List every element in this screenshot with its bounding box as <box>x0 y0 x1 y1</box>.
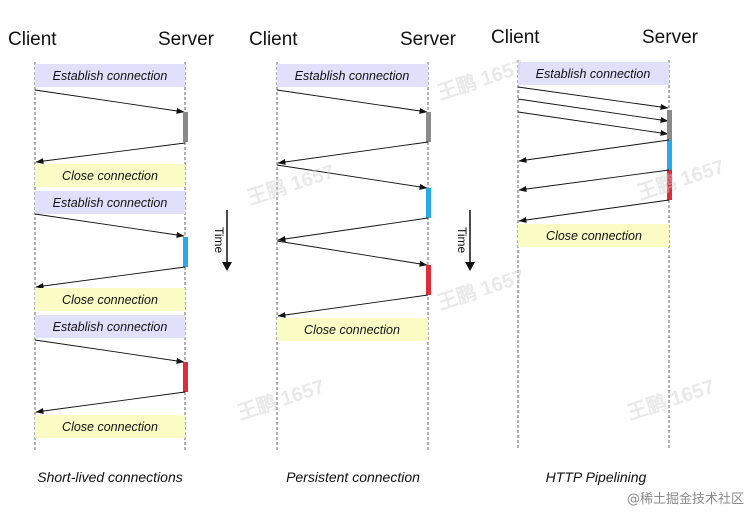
server-processing-gray <box>667 110 672 140</box>
source-credit: @稀土掘金技术社区 <box>627 491 744 507</box>
establish-connection-label: Establish connection <box>53 196 168 210</box>
response-arrow <box>35 266 186 289</box>
response-arrow <box>35 391 186 414</box>
response-arrow <box>518 139 670 163</box>
close-connection-box <box>35 288 185 311</box>
server-processing-blue <box>183 237 188 267</box>
request-arrow <box>34 339 185 364</box>
close-connection-box <box>35 415 185 438</box>
close-connection-label: Close connection <box>304 323 400 337</box>
server-processing-blue <box>426 188 431 218</box>
time-arrow-head <box>222 262 232 271</box>
close-connection-label: Close connection <box>62 420 158 434</box>
time-indicator: Time <box>212 210 232 271</box>
panel-persistent: Client Server Establish connection Close… <box>249 29 457 485</box>
server-processing-gray <box>183 112 188 142</box>
request-arrow <box>34 213 185 238</box>
response-arrow <box>277 217 429 242</box>
response-arrow <box>518 199 670 223</box>
panel-pipelining: Client Server Establish connection Close… <box>491 27 699 485</box>
client-header: Client <box>249 29 298 50</box>
close-connection-box <box>277 318 428 341</box>
watermark: 王鹏 1657 <box>434 265 527 315</box>
server-processing-red <box>183 362 188 392</box>
response-arrow <box>35 142 186 165</box>
close-connection-box <box>518 224 669 247</box>
request-arrow <box>517 86 669 110</box>
server-processing-gray <box>426 112 431 142</box>
establish-connection-label: Establish connection <box>53 69 168 83</box>
request-arrow <box>517 98 669 123</box>
panel-caption: HTTP Pipelining <box>546 469 647 485</box>
time-indicator: Time <box>455 210 475 271</box>
watermark: 王鹏 1657 <box>634 155 727 205</box>
establish-connection-box <box>35 315 185 338</box>
time-label: Time <box>212 227 226 254</box>
request-arrow <box>276 89 428 114</box>
server-header: Server <box>158 29 215 50</box>
response-arrow <box>277 294 429 318</box>
server-processing-red <box>667 170 672 200</box>
request-arrow <box>34 89 185 114</box>
close-connection-box <box>35 164 185 187</box>
server-processing-blue <box>667 140 672 170</box>
close-connection-label: Close connection <box>546 229 642 243</box>
establish-connection-box <box>35 191 185 214</box>
request-arrow <box>517 111 669 136</box>
establish-connection-box <box>277 64 428 87</box>
time-label: Time <box>455 227 469 254</box>
watermark: 王鹏 1657 <box>434 55 527 105</box>
response-arrow <box>518 169 670 192</box>
watermark: 王鹏 1657 <box>624 375 717 425</box>
establish-connection-box <box>35 64 185 87</box>
time-arrow-head <box>465 262 475 271</box>
client-header: Client <box>491 27 540 48</box>
response-arrow <box>277 141 429 165</box>
panel-caption: Short-lived connections <box>37 469 183 485</box>
request-arrow <box>276 164 428 190</box>
server-header: Server <box>400 29 457 50</box>
panel-short-lived: Client Server Establish connection Close… <box>8 29 215 485</box>
server-header: Server <box>642 27 699 48</box>
close-connection-label: Close connection <box>62 293 158 307</box>
establish-connection-label: Establish connection <box>295 69 410 83</box>
establish-connection-label: Establish connection <box>53 320 168 334</box>
request-arrow <box>276 240 428 267</box>
server-processing-red <box>426 265 431 295</box>
client-header: Client <box>8 29 57 50</box>
close-connection-label: Close connection <box>62 169 158 183</box>
watermark: 王鹏 1657 <box>234 375 327 425</box>
panel-caption: Persistent connection <box>286 469 420 485</box>
establish-connection-box <box>518 62 669 85</box>
establish-connection-label: Establish connection <box>536 67 651 81</box>
